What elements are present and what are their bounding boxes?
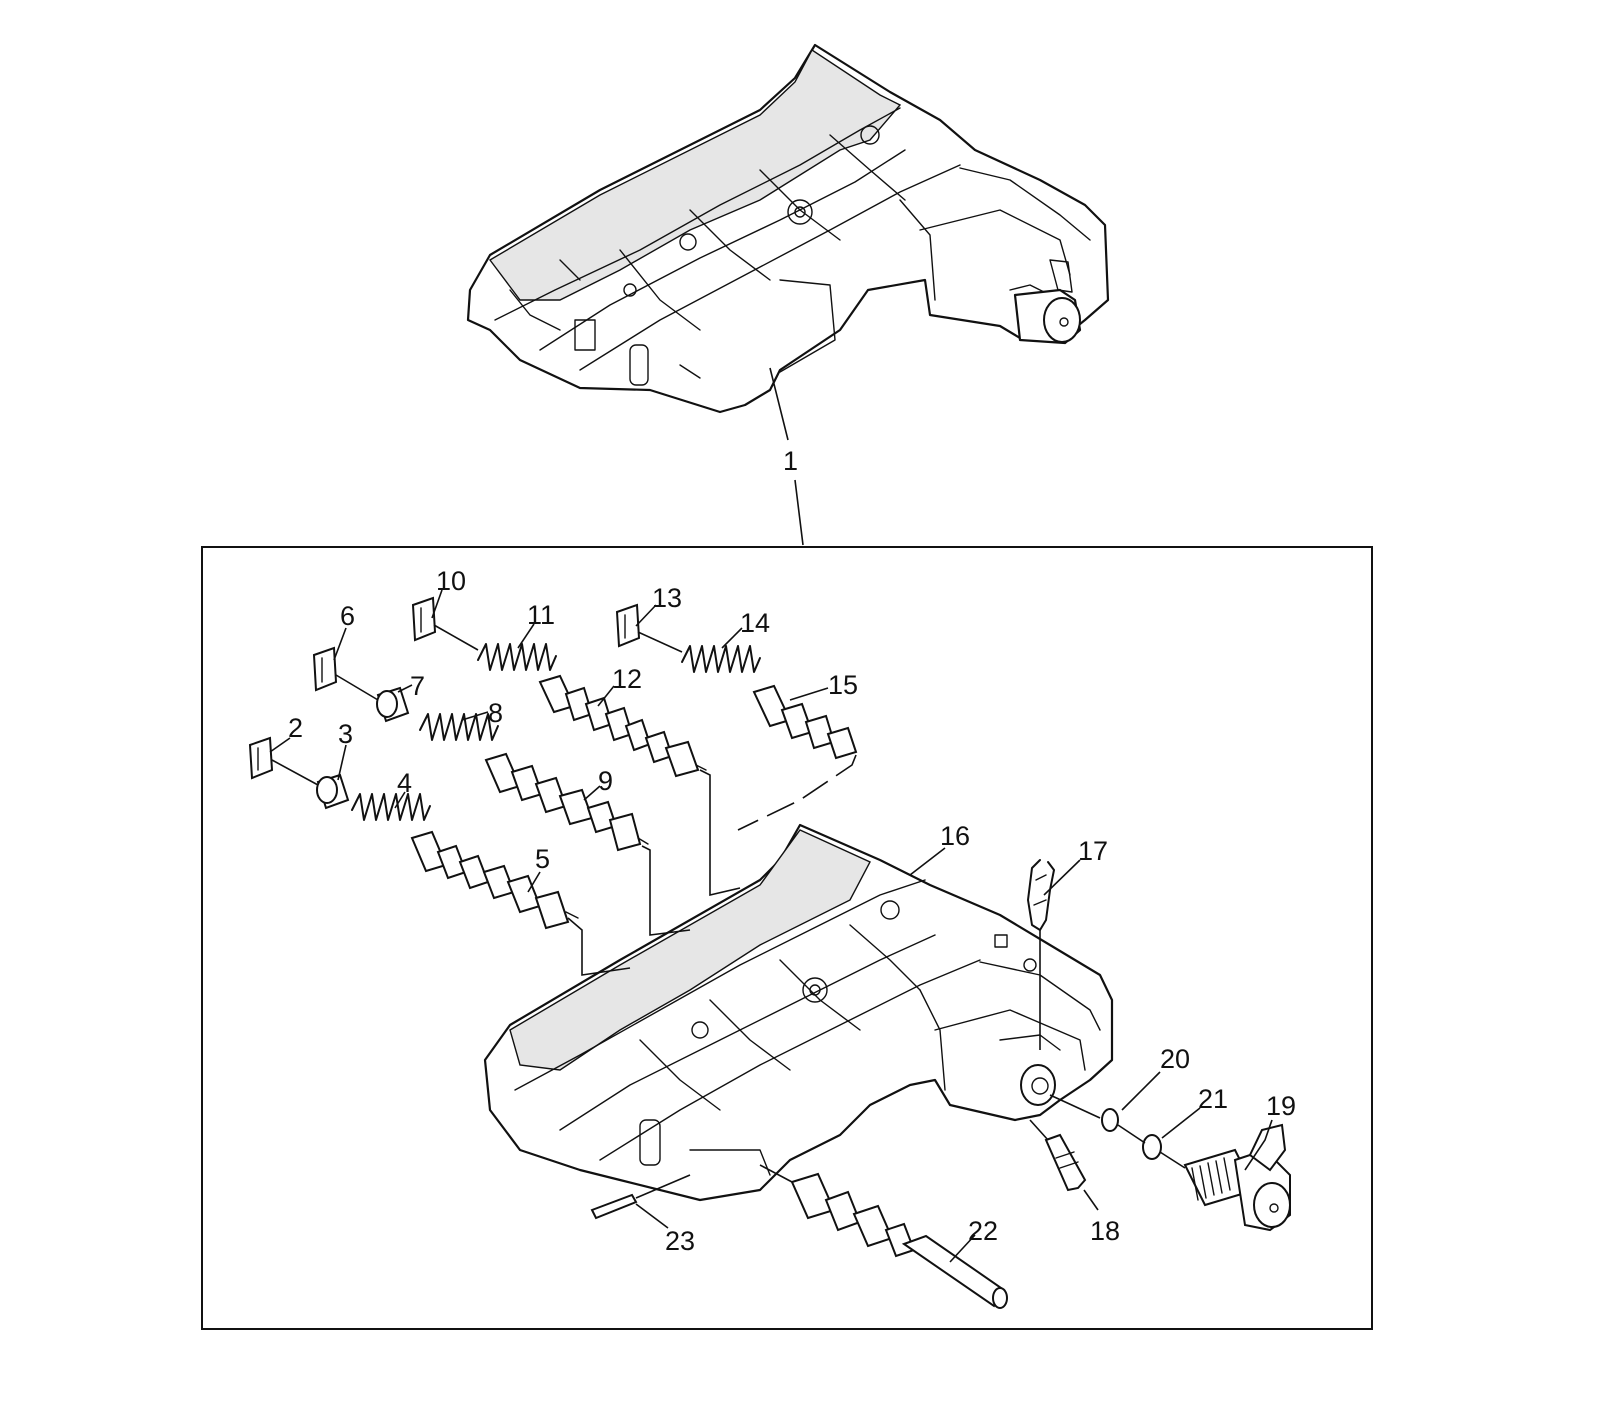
o-ring-20	[1101, 1108, 1119, 1132]
solenoid-19	[1183, 1123, 1291, 1232]
callout-17: 17	[1078, 836, 1108, 866]
valve-body-lower	[483, 823, 1114, 1202]
pin-23	[590, 1193, 638, 1220]
callout-15: 15	[828, 670, 858, 700]
valve-spool-15	[752, 684, 858, 760]
exploded-view-frame	[201, 546, 1373, 1330]
spring-8	[419, 713, 499, 741]
leader-1	[769, 367, 804, 546]
callout-11: 11	[527, 600, 555, 630]
callout-1: 1	[783, 446, 798, 476]
spring-14	[681, 645, 761, 673]
assembly-lines	[271, 624, 1186, 1199]
spring-4	[351, 793, 431, 821]
callout-12: 12	[612, 664, 642, 694]
retainer-plate-2	[248, 736, 274, 780]
valve-spool-9	[484, 752, 649, 852]
callout-16: 16	[940, 821, 970, 851]
sensor-18	[1044, 1133, 1087, 1192]
clip-17	[1027, 859, 1055, 931]
callout-14: 14	[740, 608, 770, 638]
spring-11	[477, 643, 557, 671]
callout-18: 18	[1090, 1216, 1120, 1246]
callout-9: 9	[598, 766, 613, 796]
callout-10: 10	[436, 566, 466, 596]
leader-16	[909, 847, 946, 876]
retainer-plate-10	[411, 596, 437, 642]
callout-19: 19	[1266, 1091, 1296, 1121]
valve-spool-12	[538, 674, 707, 778]
callout-leaders	[269, 589, 1273, 1263]
callout-21: 21	[1198, 1084, 1228, 1114]
callout-7: 7	[410, 671, 425, 701]
callout-13: 13	[652, 583, 682, 613]
retainer-plate-13	[615, 603, 641, 648]
callout-23: 23	[665, 1226, 695, 1256]
valve-body-assembly	[466, 43, 1110, 414]
callout-6: 6	[340, 601, 355, 631]
callout-8: 8	[488, 698, 503, 728]
valve-spool-5	[410, 830, 579, 930]
callout-3: 3	[338, 719, 353, 749]
o-ring-21	[1142, 1134, 1162, 1160]
callout-20: 20	[1160, 1044, 1190, 1074]
plug-3	[316, 773, 350, 810]
valve-spool-22	[790, 1172, 1008, 1309]
callout-5: 5	[535, 844, 550, 874]
retainer-plate-6	[312, 646, 338, 692]
callout-22: 22	[968, 1216, 998, 1246]
callout-4: 4	[397, 768, 412, 798]
plug-7	[376, 686, 410, 723]
callout-2: 2	[288, 713, 303, 743]
